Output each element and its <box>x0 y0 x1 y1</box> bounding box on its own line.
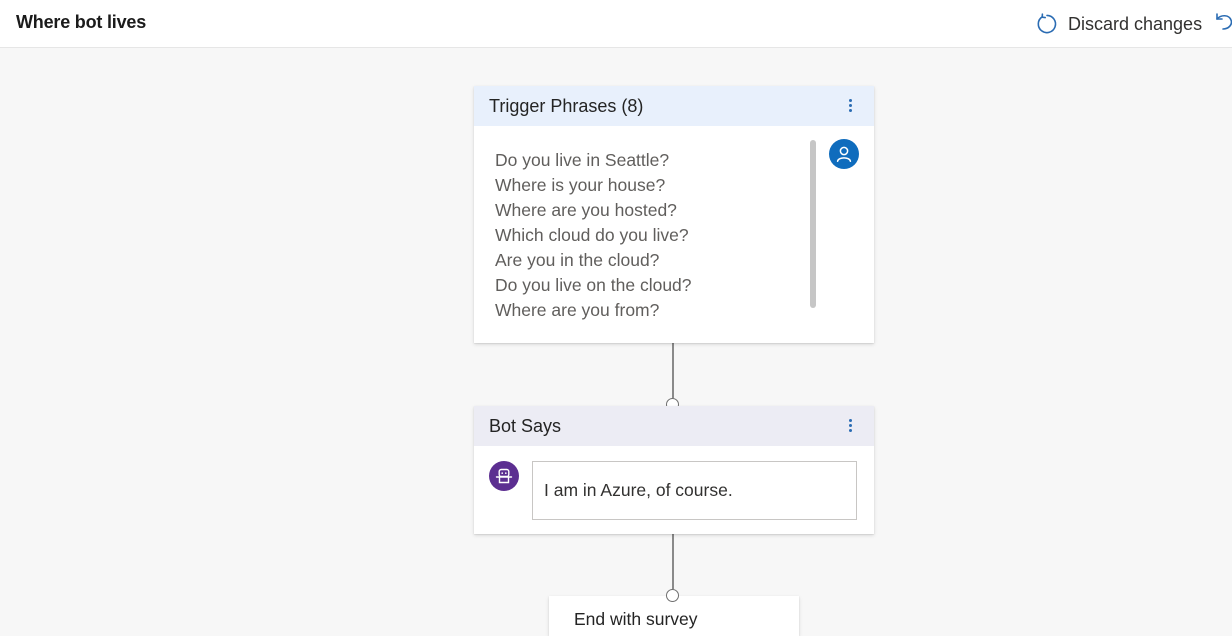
more-vertical-icon[interactable] <box>840 415 860 435</box>
end-node-label: End with survey <box>574 609 698 629</box>
page-title: Where bot lives <box>16 12 147 32</box>
trigger-node-title: Trigger Phrases (8) <box>489 95 644 116</box>
bot-node-title: Bot Says <box>489 415 562 436</box>
trigger-phrase: Which cloud do you live? <box>495 225 689 245</box>
trigger-phrase: Where are you from? <box>495 300 660 320</box>
trigger-phrase-list: Do you live in Seattle? Where is your ho… <box>495 148 692 323</box>
bot-node-header: Bot Says <box>474 406 874 446</box>
refresh-icon <box>1036 13 1058 35</box>
bot-icon <box>489 461 519 491</box>
connector-port[interactable] <box>666 589 679 602</box>
user-icon <box>829 139 859 169</box>
discard-changes-button[interactable]: Discard changes <box>1036 11 1202 37</box>
trigger-phrase: Where is your house? <box>495 175 666 195</box>
bot-message-input[interactable]: I am in Azure, of course. <box>532 461 857 520</box>
trigger-list-scrollbar[interactable] <box>810 140 816 308</box>
undo-icon <box>1214 13 1232 37</box>
bot-says-node[interactable]: Bot Says I am in Azure, of course. <box>474 406 874 534</box>
undo-button[interactable] <box>1214 11 1232 37</box>
trigger-phrase: Do you live on the cloud? <box>495 275 692 295</box>
authoring-canvas[interactable]: Trigger Phrases (8) Do you live in Seatt… <box>0 48 1232 636</box>
connector-line <box>672 343 674 398</box>
trigger-phrases-node[interactable]: Trigger Phrases (8) Do you live in Seatt… <box>474 86 874 343</box>
trigger-phrase: Where are you hosted? <box>495 200 677 220</box>
trigger-node-header: Trigger Phrases (8) <box>474 86 874 126</box>
discard-changes-label: Discard changes <box>1068 13 1203 34</box>
trigger-phrase: Are you in the cloud? <box>495 250 660 270</box>
connector-line <box>672 534 674 589</box>
top-bar: Where bot lives Discard changes <box>0 0 1232 48</box>
bot-message-text: I am in Azure, of course. <box>544 480 733 500</box>
more-vertical-icon[interactable] <box>840 95 860 115</box>
end-with-survey-node[interactable]: End with survey <box>549 596 799 636</box>
trigger-phrase: Do you live in Seattle? <box>495 150 670 170</box>
